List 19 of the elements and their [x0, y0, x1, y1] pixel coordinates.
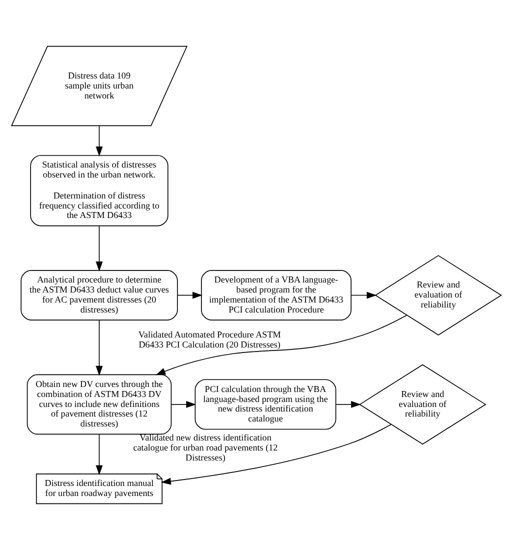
edge-label: Validated Automated Procedure ASTM D6433 PCI Calculation (20 Distresses)	[138, 329, 281, 350]
node-diamond: Review and evaluation of reliability	[374, 255, 502, 336]
node-box: Obtain new DV curves through the combination of ASTM D6433 DV curves to include new definitions of pavement distresses (12 distresses)	[26, 374, 172, 435]
node-box: PCI calculation through the VBA language-based program using the new distress identification catalogue	[194, 379, 336, 430]
node-diamond: Review and evaluation of reliability	[359, 364, 486, 445]
arrow	[96, 320, 103, 376]
arrow	[96, 125, 103, 156]
arrow	[177, 292, 202, 299]
arrow	[170, 400, 196, 408]
arrow	[156, 314, 408, 376]
node-box: Development of a VBA language-based program for the implementation of the ASTM D6433 PCI calculation Procedure	[200, 270, 352, 320]
arrow	[160, 424, 392, 485]
arrow	[96, 226, 103, 272]
node-box: Analytical procedure to determine the ASTM D6433 deduct value curves for AC pavement distresses (20 distresses)	[20, 270, 178, 320]
edge-label: Validated new distress identification catalogue for urban road pavements (12 Distresses)	[133, 432, 278, 463]
node-box: Statistical analysis of distresses observed in the urban network. Determination of distress frequency classified according to the ASTM D6433	[30, 155, 168, 226]
arrow	[336, 400, 361, 408]
arrow	[96, 434, 103, 476]
arrow	[350, 292, 377, 299]
